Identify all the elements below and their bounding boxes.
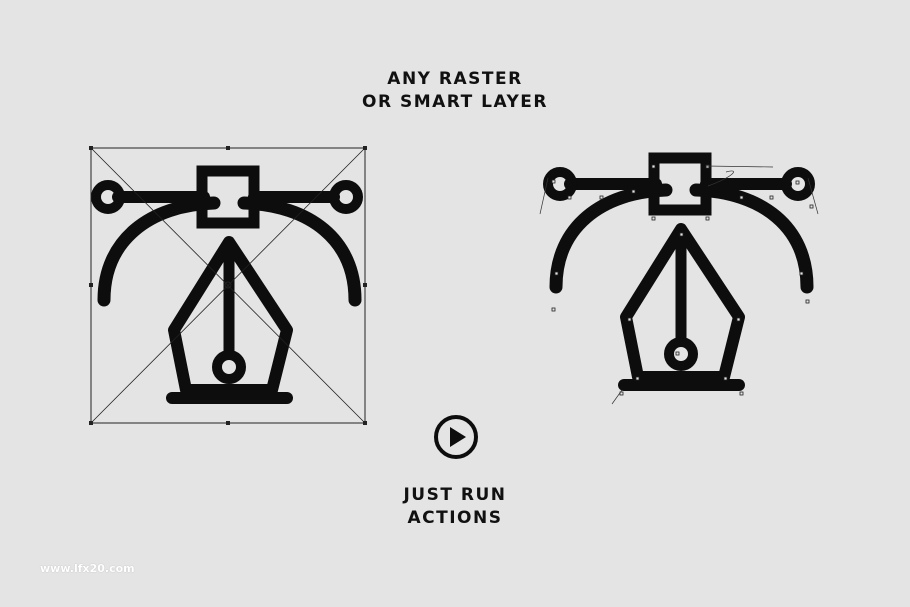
bottom-caption: JUST RUN ACTIONS xyxy=(0,484,910,530)
anchor-points xyxy=(551,164,814,396)
top-caption: ANY RASTER OR SMART LAYER xyxy=(0,68,910,114)
right-pen-tool-vector-icon xyxy=(539,158,819,405)
transform-box[interactable] xyxy=(89,146,367,425)
watermark: www.lfx20.com xyxy=(40,562,135,575)
bezier-handles xyxy=(539,165,819,405)
bottom-caption-line2: ACTIONS xyxy=(407,508,503,528)
left-pen-tool-icon xyxy=(89,146,367,425)
play-icon[interactable] xyxy=(434,415,478,459)
top-caption-line2: OR SMART LAYER xyxy=(362,92,548,112)
top-caption-line1: ANY RASTER xyxy=(387,69,523,89)
bottom-caption-line1: JUST RUN xyxy=(403,485,507,505)
